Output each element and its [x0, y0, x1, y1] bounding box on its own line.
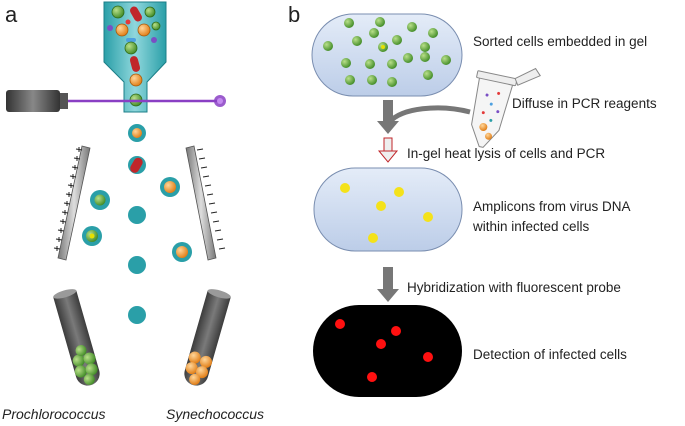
step-diffuse-text: Diffuse in PCR reagents	[512, 96, 657, 111]
gel-with-amplicons	[313, 167, 463, 252]
tube-label-synechococcus: Synechococcus	[166, 406, 264, 422]
laser-source	[6, 90, 226, 112]
droplets	[82, 124, 192, 324]
step-amplicons-line2: within infected cells	[472, 219, 590, 234]
tube-label-prochlorococcus: Prochlorococcus	[2, 406, 106, 422]
arrow-down-1	[377, 100, 399, 134]
droplet	[128, 306, 146, 324]
step-hybridization-text: Hybridization with fluorescent probe	[407, 280, 621, 295]
step-amplicons-line1: Amplicons from virus DNA	[473, 199, 631, 214]
deflection-plate-right	[185, 145, 226, 261]
droplet	[128, 256, 146, 274]
droplet-cell-orange	[132, 128, 142, 138]
gel-fluorescent-detection	[313, 305, 462, 397]
panel-b-label: b	[288, 2, 300, 27]
step-detection-text: Detection of infected cells	[473, 347, 627, 362]
arrow-down-2-heat	[377, 137, 399, 163]
panel-a-label: a	[5, 2, 18, 27]
step-gel-text: Sorted cells embedded in gel	[473, 34, 647, 49]
gel-with-sorted-cells	[311, 13, 463, 97]
collection-tube-synechococcus	[184, 289, 231, 386]
pcr-tube-icon	[471, 67, 541, 148]
deflection-plate-left	[53, 145, 91, 261]
collection-tube-prochlorococcus	[53, 289, 100, 386]
diffuse-curve	[387, 105, 471, 124]
droplet	[128, 206, 146, 224]
arrow-down-3	[377, 267, 399, 302]
step-lysis-text: In-gel heat lysis of cells and PCR	[407, 146, 605, 161]
flow-cytometer-nozzle	[103, 1, 167, 113]
